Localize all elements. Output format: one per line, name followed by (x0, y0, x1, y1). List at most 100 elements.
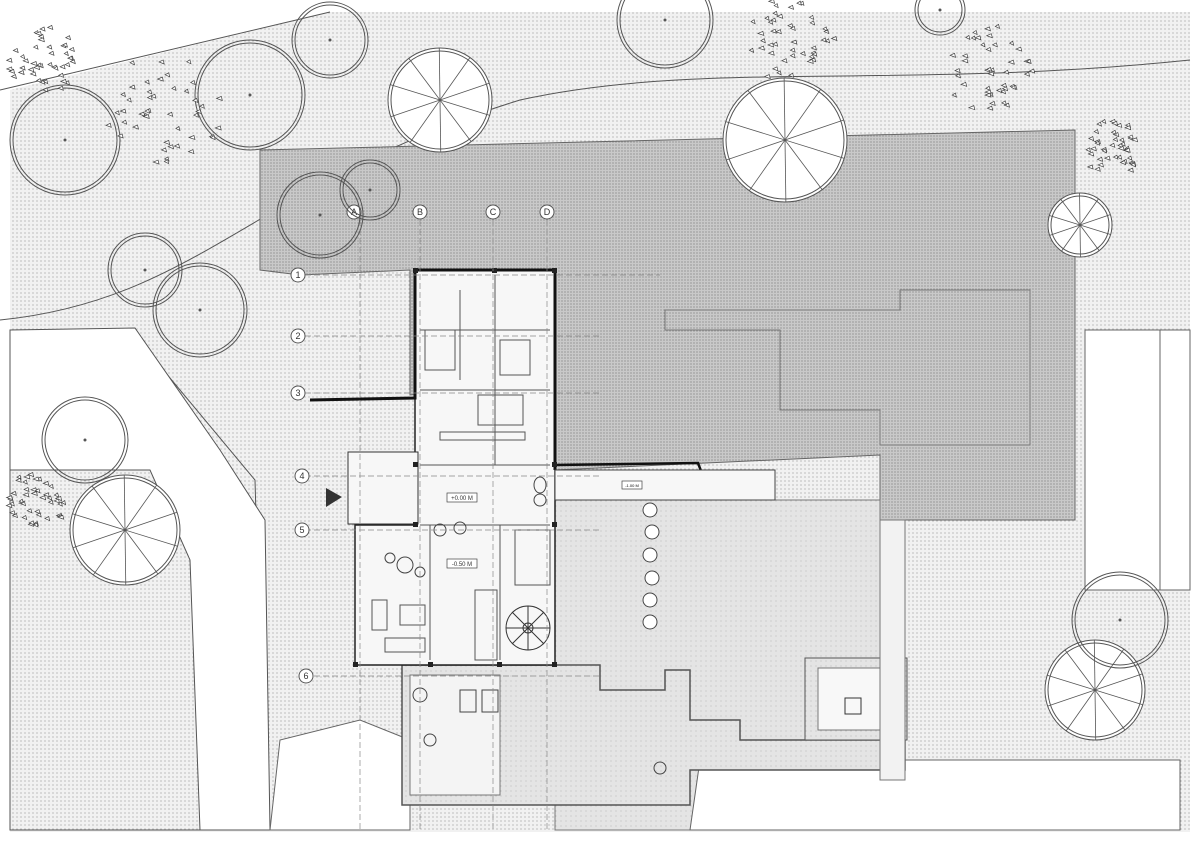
shrub-leaf-icon (164, 72, 171, 78)
shrub-leaf-icon (21, 515, 28, 521)
shrub-leaf-icon (187, 149, 195, 155)
columns (353, 268, 557, 667)
shrub-clusters (5, 0, 1139, 528)
shrub-leaf-icon (1126, 155, 1133, 161)
shrub-leaf-icon (773, 3, 779, 9)
building: +0.00 M -0.50 M -1.00 M (309, 268, 776, 775)
shrub-leaf-icon (1120, 141, 1126, 147)
trees (9, 0, 1169, 741)
shrub-leaf-icon (163, 139, 171, 145)
shrub-leaf-icon (20, 501, 27, 507)
shrub-leaf-icon (787, 23, 794, 29)
shrub-leaf-icon (15, 477, 22, 483)
shrub-leaf-icon (57, 501, 63, 507)
tree-plan-symbol-icon (152, 262, 248, 358)
shrub-leaf-icon (985, 85, 991, 91)
grid-row-4: 4 (299, 471, 304, 481)
shrub-leaf-icon (1119, 137, 1125, 143)
shrub-leaf-icon (5, 495, 13, 501)
shrub-leaf-icon (965, 34, 971, 41)
shrub-leaf-icon (10, 490, 17, 496)
shrub-leaf-icon (781, 58, 788, 64)
shrub-leaf-icon (12, 47, 19, 54)
shrub-leaf-icon (1130, 137, 1139, 143)
shrub-leaf-icon (770, 17, 777, 23)
shrub-leaf-icon (105, 122, 112, 128)
shrub-leaf-icon (810, 45, 817, 51)
shrub-leaf-icon (980, 42, 986, 48)
shrub-leaf-icon (149, 93, 157, 99)
shrub-leaf-icon (36, 62, 42, 68)
shrub-leaf-icon (46, 24, 54, 30)
shrub-leaf-icon (1094, 140, 1101, 146)
shrub-leaf-icon (8, 68, 16, 74)
shrub-leaf-icon (771, 41, 779, 47)
shrub-leaf-icon (53, 65, 59, 71)
shrub-leaf-icon (61, 42, 68, 48)
shrub-leaf-icon (26, 508, 33, 514)
shrub-leaf-icon (1112, 136, 1119, 143)
road (9, 327, 271, 831)
shrub-leaf-icon (191, 97, 199, 103)
shrub-leaf-icon (772, 10, 778, 16)
shrub-leaf-icon (972, 29, 978, 36)
shrub-leaf-icon (17, 70, 25, 76)
shrub-leaf-icon (146, 95, 153, 101)
shrub-leaf-icon (138, 111, 146, 117)
shrub-leaf-icon (185, 59, 192, 65)
shrub-leaf-icon (39, 495, 47, 501)
shrub-leaf-icon (951, 92, 957, 98)
shrub-leaf-icon (1124, 125, 1132, 131)
shrub-leaf-icon (1101, 118, 1107, 125)
shrub-leaf-icon (748, 47, 755, 53)
shrub-leaf-icon (44, 515, 51, 522)
shrub-leaf-icon (126, 97, 132, 103)
tree-plan-symbol-icon (1047, 192, 1113, 258)
shrub-leaf-icon (46, 44, 53, 50)
terraces (401, 519, 908, 806)
shrub-leaf-icon (195, 109, 202, 115)
shrub-leaf-icon (824, 38, 831, 44)
shrub-leaf-icon (47, 499, 54, 505)
shrub-leaf-icon (32, 44, 39, 50)
shrub-leaf-icon (787, 4, 795, 10)
shrub-leaf-icon (974, 35, 982, 41)
shrub-leaf-icon (199, 103, 205, 109)
shrub-leaf-icon (37, 37, 45, 43)
grid-col-d: D (544, 207, 551, 217)
tree-plan-symbol-icon (1071, 571, 1169, 669)
grid-row-6: 6 (303, 671, 308, 681)
tree-plan-symbol-icon (914, 0, 966, 36)
tree-plan-symbol-icon (616, 0, 714, 69)
tree-plan-symbol-icon (722, 77, 848, 203)
shrub-leaf-icon (68, 46, 75, 53)
shrub-leaf-icon (48, 50, 55, 56)
shrub-leaf-icon (789, 47, 796, 53)
shrub-leaf-icon (42, 78, 49, 85)
structural-grid (305, 220, 660, 830)
shrub-leaf-icon (756, 30, 765, 36)
shrub-leaf-icon (1001, 86, 1009, 92)
level-label-terrace: -1.00 M (625, 483, 639, 488)
shrub-leaf-icon (1130, 162, 1137, 168)
shrub-leaf-icon (989, 100, 996, 107)
shrub-leaf-icon (22, 479, 28, 485)
shrub-leaf-icon (1015, 46, 1023, 52)
shrub-leaf-icon (156, 76, 164, 82)
shrub-leaf-icon (1096, 121, 1103, 127)
level-label-living: -0.50 M (452, 562, 472, 568)
shrub-leaf-icon (64, 62, 71, 68)
shrub-leaf-icon (1094, 166, 1101, 172)
shrub-leaf-icon (949, 52, 957, 58)
shrub-leaf-icon (8, 510, 16, 516)
shrub-leaf-icon (1028, 68, 1036, 74)
shrub-leaf-icon (19, 54, 26, 60)
ground-areas (0, 11, 1191, 832)
shrub-leaf-icon (144, 108, 151, 114)
shrub-leaf-icon (131, 124, 139, 130)
shrub-leaf-icon (30, 491, 38, 497)
shrub-leaf-icon (129, 60, 135, 66)
shrub-leaf-icon (989, 67, 995, 73)
shrub-leaf-icon (954, 73, 961, 79)
shrub-leaf-icon (1116, 154, 1123, 160)
